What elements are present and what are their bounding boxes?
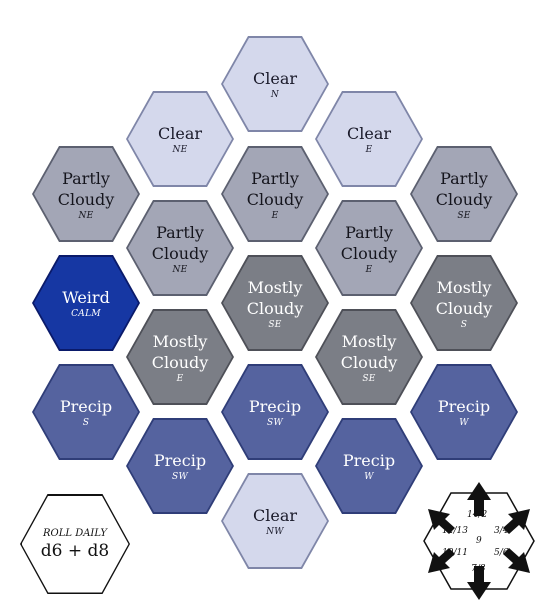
hex-wind-label: SW [171,472,189,482]
hex-weather-label: Precip [248,397,302,416]
hex-weather-label: Precip [59,397,113,416]
hex-wind-label: NW [266,527,284,537]
hex-wind-label: SE [362,373,376,384]
hex-weather-label: Precip [342,451,396,470]
hex-wind-label: SE [457,210,471,221]
hex-wind-label: S [460,319,468,330]
hex-wind-label: NE [172,145,188,155]
dir-sw-roll: 10/11 [442,548,468,558]
hex-wind-label: E [365,264,373,275]
dir-s-roll: 7/8 [471,564,486,574]
dir-center-roll: 9 [476,536,482,546]
hex-weather-label: Clear [346,124,391,143]
hex-wind-label: NE [78,210,94,221]
hex-wind-label: E [271,210,279,221]
hex-weather-label: Clear [252,506,297,525]
direction-compass: 14/2 3/4 5/6 7/8 10/11 12/13 9 [420,482,538,600]
hex-wind-label: CALM [71,309,101,319]
hex-wind-label: N [270,90,280,100]
hex-wind-label: NE [172,264,188,275]
hex-wind-label: W [364,472,374,482]
dir-ne-roll: 3/4 [494,526,509,536]
hex-weather-label: Precip [437,397,491,416]
roll-daily-hex: ROLL DAILY d6 + d8 [20,494,130,594]
hex-weather-label: Clear [252,69,297,88]
dir-n-roll: 14/2 [467,510,488,520]
hex-weather-label: Precip [153,451,207,470]
hex-wind-label: E [176,373,184,384]
hex-wind-label: W [459,418,469,428]
hex-wind-label: S [82,418,90,428]
hex-wind-label: SE [268,319,282,330]
hex-weather-label: Weird [62,288,110,307]
dir-nw-roll: 12/13 [442,526,468,536]
hex-wind-label: E [365,145,373,155]
dice-formula: d6 + d8 [40,540,110,561]
roll-daily-label: ROLL DAILY [43,527,107,539]
hex-wind-label: SW [266,418,284,428]
dir-se-roll: 5/6 [494,548,509,558]
hex-weather-label: Clear [157,124,202,143]
compass-arrows-icon [423,482,535,600]
